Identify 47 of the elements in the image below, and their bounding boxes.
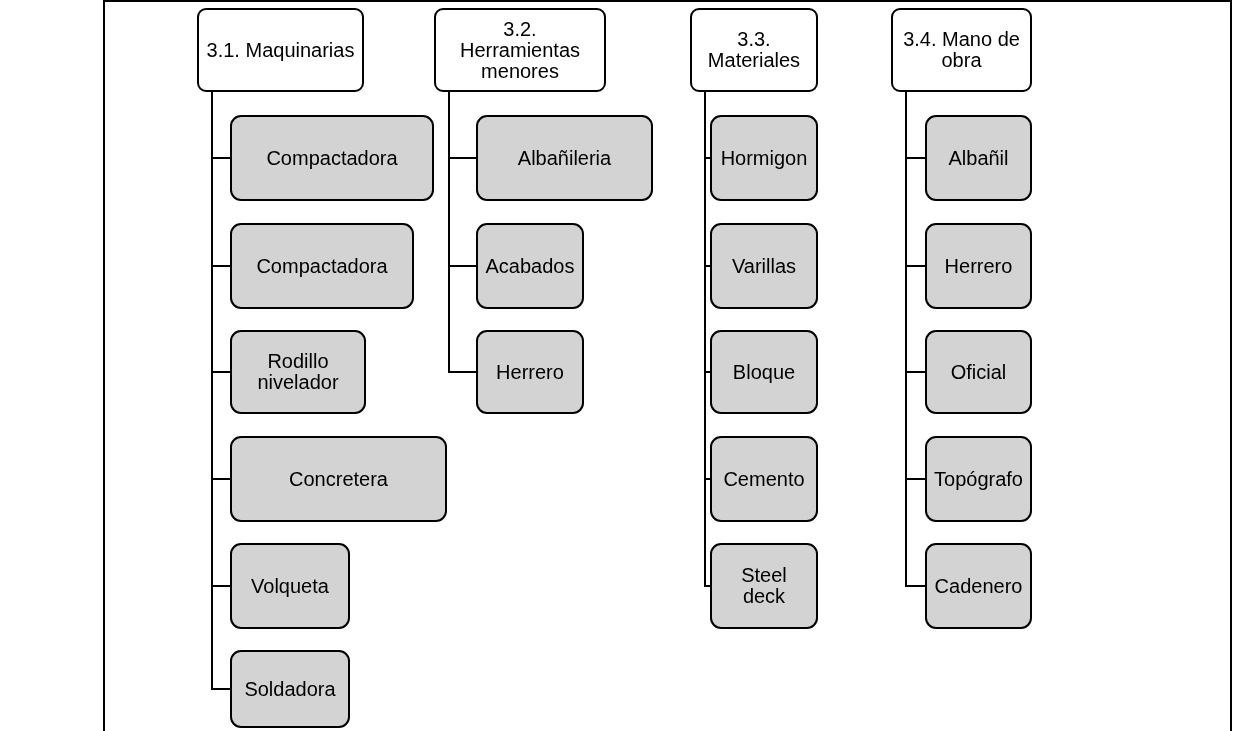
category-box <box>690 8 818 92</box>
category-label: 3.4. Mano de obra <box>902 29 1021 71</box>
item-label: Herrero <box>944 255 1013 277</box>
item-box <box>230 223 414 309</box>
item-label: Compactadora <box>266 147 398 169</box>
item-label: Acabados <box>485 255 575 277</box>
item-box <box>925 436 1032 522</box>
item-box <box>925 115 1032 201</box>
category-label: 3.1. Maquinarias <box>206 39 355 61</box>
item-label: Cadenero <box>934 575 1023 597</box>
item-box <box>230 115 434 201</box>
item-label: Varillas <box>731 255 797 277</box>
item-box <box>925 543 1032 629</box>
item-box <box>710 330 818 414</box>
item-box <box>476 330 584 414</box>
item-box <box>230 330 366 414</box>
category-label: 3.2. Herramientas menores <box>458 18 581 82</box>
item-box <box>230 436 447 522</box>
category-box <box>891 8 1032 92</box>
item-box <box>710 115 818 201</box>
item-box <box>710 436 818 522</box>
item-label: Albañil <box>948 147 1009 169</box>
category-box <box>434 8 606 92</box>
item-label: Herrero <box>496 361 564 383</box>
item-label: Albañileria <box>517 147 612 169</box>
item-box <box>925 330 1032 414</box>
item-label: Oficial <box>950 361 1007 383</box>
item-label: Volqueta <box>251 575 329 597</box>
item-box <box>230 650 350 728</box>
item-label: Soldadora <box>244 678 336 700</box>
item-label: Bloque <box>732 361 796 383</box>
item-label: Compactadora <box>256 255 388 277</box>
item-box <box>925 223 1032 309</box>
item-box <box>710 543 818 629</box>
item-label: Cemento <box>723 468 805 490</box>
item-label: Rodillo nivelador <box>256 351 340 393</box>
item-label: Hormigon <box>720 147 808 169</box>
category-box <box>197 8 364 92</box>
item-label: Topógrafo <box>934 468 1023 490</box>
category-label: 3.3. Materiales <box>706 29 802 71</box>
item-box <box>710 223 818 309</box>
item-label: Concretera <box>289 468 388 490</box>
item-box <box>230 543 350 629</box>
item-label: Steel deck <box>740 565 788 607</box>
item-box <box>476 115 653 201</box>
item-box <box>476 223 584 309</box>
connector-line <box>448 91 477 373</box>
